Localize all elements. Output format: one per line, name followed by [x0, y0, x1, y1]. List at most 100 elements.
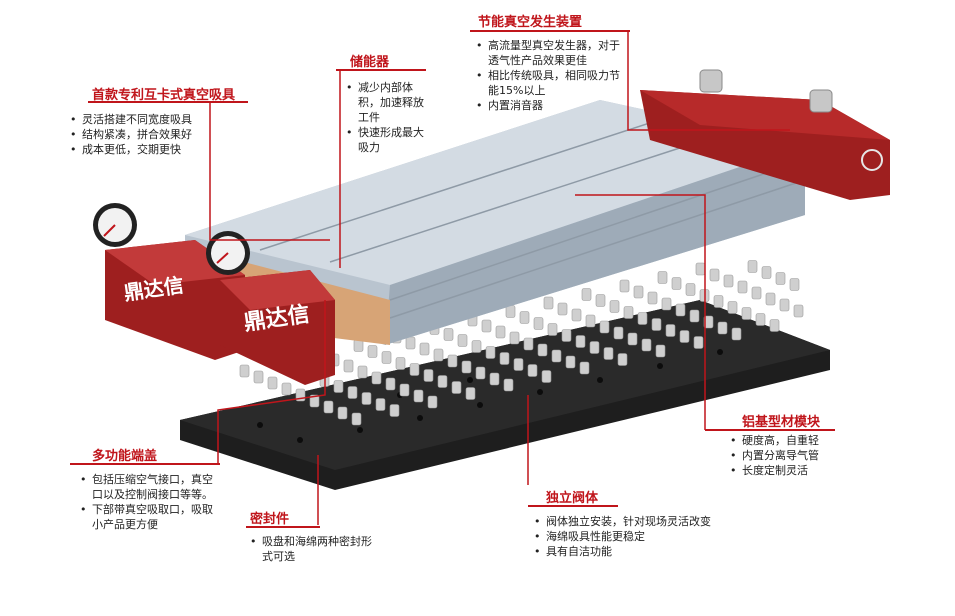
list-item: 包括压缩空气接口，真空口以及控制阀接口等等。	[78, 472, 218, 502]
end-cap-right	[220, 270, 335, 385]
valve-body	[627, 332, 638, 346]
valve-body	[789, 278, 800, 291]
valve-body	[437, 375, 448, 388]
pressure-gauge-right	[206, 231, 250, 275]
valve-body	[447, 354, 458, 368]
valve-body	[613, 326, 624, 340]
valve-body	[489, 372, 500, 386]
valve-body	[557, 302, 568, 316]
valve-body	[741, 307, 752, 320]
valve-body	[695, 262, 706, 276]
valve-body	[413, 389, 424, 403]
valve-body	[661, 297, 672, 311]
callout-title-energy-saving: 节能真空发生装置	[478, 15, 583, 30]
valve-body	[537, 343, 548, 357]
valve-body	[717, 321, 728, 335]
valve-body	[533, 317, 544, 330]
callout-list-accumulator: 减少内部体积，加速释放工件 快速形成最大吸力	[344, 80, 426, 155]
valve-body	[685, 283, 696, 296]
callout-list-seal: 吸盘和海绵两种密封形式可选	[248, 534, 378, 564]
valve-body	[761, 266, 772, 279]
valve-body	[443, 328, 454, 341]
list-item: 快速形成最大吸力	[344, 125, 426, 155]
valve-body	[709, 268, 720, 282]
callout-underline	[246, 526, 320, 528]
callout-list-patent-chuck: 灵活搭建不同宽度吸具 结构紧凑，拼合效果好 成本更低，交期更快	[68, 112, 228, 157]
valve-body	[575, 335, 586, 348]
valve-body	[337, 406, 348, 420]
valve-body	[703, 315, 714, 329]
valve-body	[465, 387, 476, 400]
callout-title-end-cap: 多功能端盖	[92, 449, 158, 464]
valve-body	[589, 341, 600, 354]
silencer-fittings	[699, 69, 833, 113]
valve-body	[499, 352, 510, 365]
valve-body	[595, 294, 606, 307]
valve-body	[585, 314, 596, 328]
valve-body	[523, 337, 534, 351]
valve-body	[457, 334, 468, 347]
valve-body	[581, 288, 592, 301]
valve-body	[793, 304, 804, 318]
valve-body	[527, 364, 538, 377]
valve-body	[713, 295, 724, 308]
list-item: 内置消音器	[474, 98, 630, 113]
valve-body	[519, 311, 530, 324]
list-item: 吸盘和海绵两种密封形式可选	[248, 534, 378, 564]
valve-body	[367, 345, 378, 358]
callout-title-aluminum-module: 铝基型材模块	[742, 415, 821, 430]
valve-body	[543, 296, 554, 310]
callout-title-seal: 密封件	[250, 512, 290, 527]
valve-body	[451, 381, 462, 394]
valve-body	[361, 392, 372, 405]
valve-body	[267, 376, 278, 390]
valve-body	[399, 383, 410, 397]
valve-body	[571, 308, 582, 322]
callout-title-valve-body: 独立阀体	[546, 491, 599, 506]
valve-body	[427, 395, 438, 409]
valve-body	[599, 320, 610, 334]
valve-body	[471, 340, 482, 353]
valve-body	[657, 271, 668, 284]
valve-body	[371, 371, 382, 385]
valve-body	[309, 394, 320, 408]
callout-list-valve-body: 阀体独立安装，针对现场灵活改变 海绵吸具性能更稳定 具有自洁功能	[532, 514, 762, 559]
callout-title-patent-chuck: 首款专利互卡式真空吸具	[92, 88, 236, 103]
valve-body	[675, 303, 686, 317]
callout-underline	[336, 69, 426, 71]
valve-body	[617, 353, 628, 366]
valve-body	[481, 319, 492, 333]
valve-body	[609, 300, 620, 313]
valve-body	[495, 325, 506, 339]
valve-body	[513, 358, 524, 371]
list-item: 阀体独立安装，针对现场灵活改变	[532, 514, 762, 529]
valve-body	[409, 363, 420, 376]
valve-body	[333, 380, 344, 393]
valve-body	[423, 369, 434, 382]
valve-body	[647, 291, 658, 305]
valve-body	[347, 386, 358, 399]
valve-body	[505, 305, 516, 318]
callout-underline	[70, 463, 220, 465]
valve-body	[679, 330, 690, 343]
valve-body	[651, 318, 662, 331]
list-item: 海绵吸具性能更稳定	[532, 529, 762, 544]
valve-body	[419, 342, 430, 356]
valve-body	[623, 306, 634, 319]
valve-body	[603, 347, 614, 360]
valve-body	[547, 323, 558, 336]
list-item: 灵活搭建不同宽度吸具	[68, 112, 228, 127]
callout-title-accumulator: 储能器	[350, 55, 390, 70]
list-item: 减少内部体积，加速释放工件	[344, 80, 426, 125]
valve-body	[405, 336, 416, 350]
list-item: 长度定制灵活	[728, 463, 838, 478]
callout-underline	[705, 429, 835, 431]
valve-body	[665, 324, 676, 337]
valve-body	[779, 298, 790, 312]
callout-underline	[528, 505, 618, 507]
valve-body	[561, 329, 572, 342]
valve-body	[671, 277, 682, 290]
valve-body	[323, 400, 334, 414]
